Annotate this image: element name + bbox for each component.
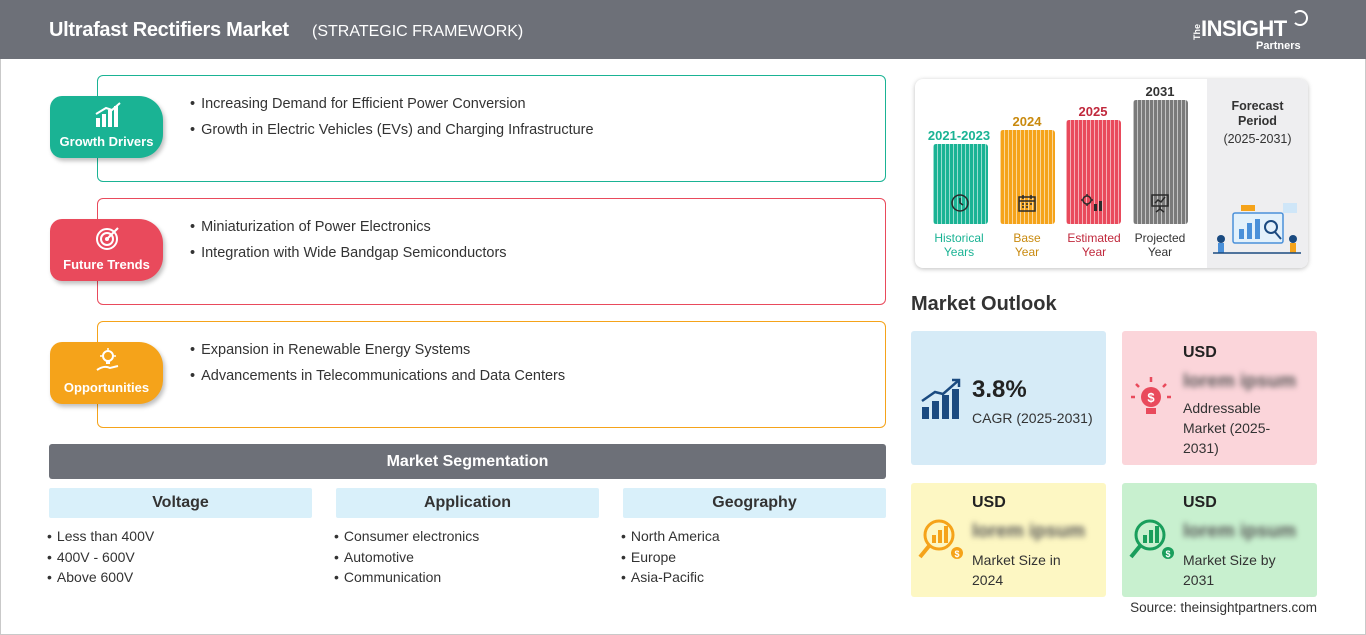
calendar-icon: [1018, 195, 1036, 212]
list-item: Integration with Wide Bandgap Semiconduc…: [190, 245, 506, 261]
segmentation-title: Market Segmentation: [49, 444, 886, 479]
future-trends-card: Miniaturization of Power Electronics Int…: [97, 198, 886, 305]
insight-partners-logo[interactable]: The INSIGHT Partners: [1192, 10, 1310, 54]
opportunities-list: Expansion in Renewable Energy Systems Ad…: [190, 342, 565, 394]
list-item: Less than 400V: [47, 526, 154, 547]
timeline-year-projected: 2031: [1145, 84, 1175, 99]
list-item: Increasing Demand for Efficient Power Co…: [190, 96, 594, 112]
forecast-line2: Period: [1238, 114, 1277, 128]
lightbulb-dollar-icon: $: [1131, 377, 1171, 414]
addressable-market-box: $ USD lorem ipsum Addressable Market (20…: [1122, 331, 1317, 465]
cagr-box: 3.8% CAGR (2025-2031): [911, 331, 1106, 465]
timeline-bar-estimated: [1066, 120, 1121, 224]
label-line2: Year: [1014, 245, 1040, 259]
analytics-illustration-icon: [1213, 203, 1301, 254]
addressable-label: Addressable Market (2025-2031): [1183, 400, 1271, 456]
timeline-bar-historical: [933, 144, 988, 224]
market-size-2024-box: $ USD lorem ipsum Market Size in 2024: [911, 483, 1106, 597]
timeline-label-base: Base Year: [996, 231, 1058, 259]
segment-list-geography: North America Europe Asia-Pacific: [621, 526, 720, 588]
list-item: Expansion in Renewable Energy Systems: [190, 342, 565, 358]
segment-heading-voltage: Voltage: [49, 488, 312, 518]
size2024-value-blurred: lorem ipsum: [972, 521, 1085, 542]
growth-chart-icon: [921, 378, 961, 419]
history-icon: [951, 194, 969, 212]
segment-list-application: Consumer electronics Automotive Communic…: [334, 526, 479, 588]
badge-label: Opportunities: [63, 380, 150, 395]
badge-label: Future Trends: [63, 257, 150, 272]
addressable-value-blurred: lorem ipsum: [1183, 371, 1296, 392]
segment-heading-application: Application: [336, 488, 599, 518]
svg-text:$: $: [1165, 549, 1170, 559]
segment-list-voltage: Less than 400V 400V - 600V Above 600V: [47, 526, 154, 588]
forecast-line3: (2025-2031): [1223, 132, 1292, 146]
list-item: Growth in Electric Vehicles (EVs) and Ch…: [190, 122, 593, 138]
svg-text:$: $: [954, 549, 959, 559]
label-line2: Years: [943, 245, 975, 259]
size2024-usd: USD: [972, 494, 1006, 511]
label-line1: Estimated: [1067, 231, 1121, 245]
lightbulb-hand-icon: [94, 348, 122, 374]
label-line1: Historical: [934, 231, 984, 245]
list-item: Europe: [621, 547, 720, 568]
forecast-line1: Forecast: [1231, 99, 1284, 113]
magnifier-chart-icon: $: [918, 519, 963, 559]
target-icon: [94, 225, 122, 251]
size2024-label: Market Size in 2024: [972, 552, 1061, 588]
label-line1: Base: [1013, 231, 1041, 245]
logo-insight: INSIGHT: [1201, 16, 1287, 41]
label-line2: Year: [1081, 245, 1107, 259]
list-item: 400V - 600V: [47, 547, 154, 568]
list-item: Communication: [334, 567, 479, 588]
presentation-icon: [1151, 194, 1169, 213]
timeline-bar-base: [1000, 130, 1055, 224]
growth-drivers-list: Increasing Demand for Efficient Power Co…: [190, 96, 594, 148]
timeline-year-historical: 2021-2023: [927, 128, 991, 143]
opportunities-card: Expansion in Renewable Energy Systems Ad…: [97, 321, 886, 428]
market-outlook-title: Market Outlook: [911, 293, 1057, 315]
market-size-2031-box: $ USD lorem ipsum Market Size by 2031: [1122, 483, 1317, 597]
page-subtitle: (STRATEGIC FRAMEWORK): [312, 23, 524, 40]
size2031-usd: USD: [1183, 494, 1217, 511]
segment-heading-geography: Geography: [623, 488, 886, 518]
list-item: Advancements in Telecommunications and D…: [190, 368, 565, 384]
list-item: Consumer electronics: [334, 526, 479, 547]
list-item: Asia-Pacific: [621, 567, 720, 588]
cagr-value: 3.8%: [972, 376, 1027, 403]
timeline-label-projected: Projected Year: [1125, 231, 1195, 259]
forecast-period-panel: Forecast Period (2025-2031): [1207, 79, 1308, 268]
timeline-bar-projected: [1133, 100, 1188, 224]
logo-partners: Partners: [1256, 40, 1301, 52]
growth-drivers-badge: Growth Drivers: [50, 96, 163, 158]
header-bar: Ultrafast Rectifiers Market (STRATEGIC F…: [0, 0, 1366, 59]
source-credit: Source: theinsightpartners.com: [1130, 600, 1317, 615]
list-item: North America: [621, 526, 720, 547]
opportunities-badge: Opportunities: [50, 342, 163, 404]
gear-chart-icon: [1081, 194, 1102, 211]
forecast-period-text: Forecast Period (2025-2031): [1207, 99, 1308, 147]
size2031-value-blurred: lorem ipsum: [1183, 521, 1296, 542]
future-trends-list: Miniaturization of Power Electronics Int…: [190, 219, 507, 271]
timeline-label-estimated: Estimated Year: [1058, 231, 1130, 259]
size2031-label: Market Size by 2031: [1183, 552, 1276, 588]
growth-drivers-card: Increasing Demand for Efficient Power Co…: [97, 75, 886, 182]
label-line1: Projected: [1134, 231, 1186, 245]
page-title: Ultrafast Rectifiers Market: [49, 19, 289, 41]
svg-text:$: $: [1147, 390, 1155, 405]
list-item: Automotive: [334, 547, 479, 568]
timeline-year-estimated: 2025: [1078, 104, 1108, 119]
label-line2: Year: [1147, 245, 1173, 259]
timeline-label-historical: Historical Years: [922, 231, 996, 259]
list-item: Above 600V: [47, 567, 154, 588]
list-item: Miniaturization of Power Electronics: [190, 219, 507, 235]
logo-arc-icon: [1292, 10, 1308, 26]
timeline-year-base: 2024: [1012, 114, 1042, 129]
addressable-usd: USD: [1183, 344, 1217, 361]
cagr-label: CAGR (2025-2031): [972, 410, 1093, 426]
future-trends-badge: Future Trends: [50, 219, 163, 281]
magnifier-chart-icon: $: [1129, 519, 1174, 559]
chart-growth-icon: [94, 102, 122, 128]
badge-label: Growth Drivers: [59, 134, 154, 149]
